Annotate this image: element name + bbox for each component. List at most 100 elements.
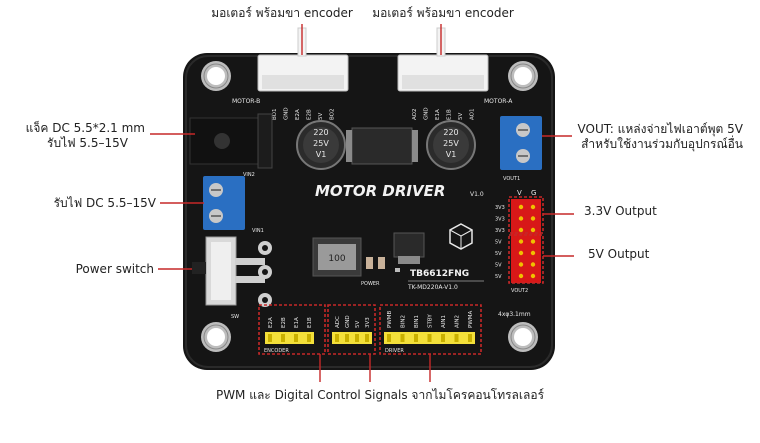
header-pin [518, 273, 524, 279]
svg-text:220: 220 [313, 128, 328, 137]
header-pin [530, 204, 536, 210]
encoder-highlight-box [258, 304, 326, 355]
callout-33v-output: 3.3V Output [584, 204, 657, 218]
svg-text:25V: 25V [313, 139, 329, 148]
motor-pin-label: GND [424, 107, 430, 120]
power-switch [192, 236, 272, 307]
header-pin [530, 262, 536, 267]
pin-label: STBY [428, 314, 434, 328]
encoder-label: ENCODER [264, 348, 289, 354]
pin-label: E1A [294, 317, 300, 328]
callout-dc-input: รับไฟ DC 5.5–15V [53, 196, 156, 210]
tb6612fng-chip [346, 127, 418, 165]
header-pin [518, 250, 524, 256]
vout1-label: VOUT1 [503, 176, 520, 182]
header-pin [454, 334, 459, 342]
callout-signals: PWM และ Digital Control Signals จากไมโคร… [215, 388, 545, 402]
callout-dc-jack-line1: แจ็ค DC 5.5*2.1 mm [25, 121, 145, 135]
header-row-label: 3V3 [495, 205, 505, 211]
pin-label: E2B [281, 317, 287, 328]
mounting-hole-bottom-right [508, 322, 538, 352]
header-pin [530, 273, 536, 279]
header-pin [441, 334, 445, 342]
capacitor-left: 220 25V V1 [296, 120, 346, 170]
header-pin [530, 216, 536, 221]
power-highlight-box [327, 304, 376, 355]
callout-5v-output: 5V Output [588, 247, 650, 261]
capacitor-right: 220 25V V1 [426, 120, 476, 170]
header-pin [355, 334, 359, 342]
header-row-label: 5V [495, 263, 502, 269]
pin-label: ADC [335, 316, 341, 328]
board-title: MOTOR DRIVER [315, 182, 445, 200]
header-pin [294, 334, 298, 342]
motor-pin-label: BO2 [330, 108, 336, 120]
header-pin [518, 204, 524, 210]
header-pin [530, 239, 536, 244]
header-pin [307, 334, 311, 342]
header-pin [468, 334, 472, 342]
header-row-label: 5V [495, 240, 502, 246]
vout-terminal-block [500, 116, 542, 170]
header-row-label: 5V [495, 274, 502, 280]
pin-label: 3V3 [365, 317, 371, 328]
inductor: 100 [312, 237, 362, 277]
vin1-label: VIN1 [252, 228, 264, 234]
dc-jack [189, 113, 273, 169]
header-pin [345, 334, 349, 342]
motor-a-label: MOTOR-A [484, 98, 513, 105]
v5-highlight-box [508, 234, 544, 284]
chip-label: TB6612FNG [410, 269, 469, 279]
header-pin [400, 334, 405, 342]
svg-text:220: 220 [443, 128, 458, 137]
header-col-g: G [531, 189, 536, 197]
sw-label: SW [231, 314, 239, 320]
header-pin [268, 334, 272, 342]
header-pin [518, 216, 524, 221]
svg-text:V1: V1 [446, 150, 457, 159]
vin2-label: VIN2 [243, 172, 255, 178]
motor-pin-label: GND [284, 107, 290, 120]
pin-label: PWMA [468, 310, 474, 328]
pin-label: AIN1 [441, 315, 447, 328]
pin-label: BIN1 [414, 315, 420, 328]
header-pin [518, 239, 524, 244]
header-row-label: 3V3 [495, 217, 505, 223]
power-regulator [393, 232, 425, 264]
header-pin [335, 334, 339, 342]
motor-pin-label: BO1 [272, 108, 278, 120]
svg-text:100: 100 [328, 254, 345, 264]
power-label: POWER [361, 281, 380, 287]
pin-label: 5V [355, 321, 361, 328]
callout-motor-b: มอเตอร์ พร้อมขา encoder [211, 6, 353, 20]
callout-vout-line2: สำหรับใช้งานร่วมกับอุปกรณ์อื่น [581, 137, 743, 151]
header-col-v: V [517, 189, 522, 197]
header-pin [518, 262, 524, 267]
output-pin-header [511, 199, 541, 283]
callout-power-switch: Power switch [75, 262, 154, 276]
header-pin [281, 334, 285, 342]
motor-pin-label: E2B [307, 109, 313, 120]
motor-pin-label: AO2 [412, 109, 418, 121]
motor-pin-label: E1B [447, 109, 453, 120]
pin-label: E2A [268, 317, 274, 328]
logo-cube-icon [449, 223, 473, 250]
callout-motor-a: มอเตอร์ พร้อมขา encoder [372, 6, 514, 20]
mounting-hole-bottom-left [201, 322, 231, 352]
header-pin [530, 250, 536, 256]
pin-label: BIN2 [401, 315, 407, 328]
header-pin [518, 227, 524, 233]
v33-highlight-box [508, 196, 544, 234]
motor-pin-label: 5V [458, 113, 464, 120]
motor-pin-label: AO1 [470, 109, 476, 121]
pin-label: PWMB [387, 310, 393, 328]
small-smd-parts [366, 257, 400, 272]
mounting-hole-top-right [508, 61, 538, 91]
input-terminal-block [203, 176, 245, 230]
vout2-label: VOUT2 [511, 288, 528, 294]
motor-b-connector [257, 27, 349, 92]
header-row-label: 3V3 [495, 228, 505, 234]
